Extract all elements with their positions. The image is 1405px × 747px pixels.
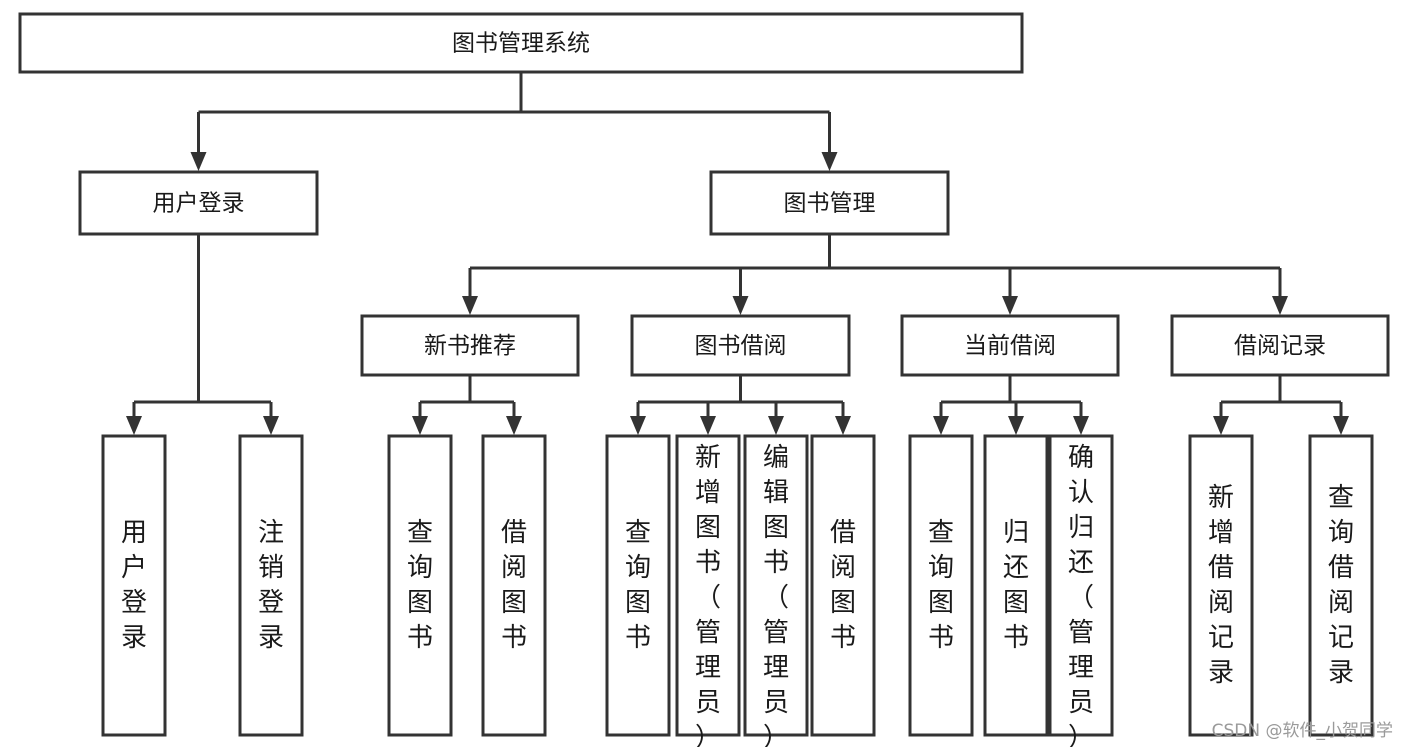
node-new-book-recommend[interactable]: 新书推荐 [360,314,580,377]
arrow-head-icon [1333,416,1349,435]
arrow-head-icon [1073,416,1089,435]
node-box [605,434,671,737]
node-leaf-query-borrow-record[interactable]: 查询借阅记录 [1308,434,1374,737]
node-box [983,434,1049,737]
arrow-head-icon [768,416,784,435]
node-box [387,434,453,737]
node-leaf-user-login[interactable]: 用户登录 [101,434,167,737]
node-box [1188,434,1254,737]
node-box [675,434,741,737]
arrow-head-icon [190,152,207,171]
connector-layer [126,72,1349,435]
node-current-borrow[interactable]: 当前借阅 [900,314,1120,377]
node-leaf-return-book[interactable]: 归还图书 [983,434,1049,737]
node-label: 图书借阅 [695,333,787,359]
arrow-head-icon [732,296,749,315]
node-box [908,434,974,737]
connector-group [933,375,1089,435]
arrow-head-icon [263,416,279,435]
node-label: 当前借阅 [964,333,1056,359]
arrow-head-icon [835,416,851,435]
node-label: 查询图书 [625,518,651,653]
node-label: 借阅图书 [830,518,856,653]
node-box [238,434,304,737]
arrow-head-icon [126,416,142,435]
node-label: 归还图书 [1003,518,1029,653]
node-book-management[interactable]: 图书管理 [709,170,950,236]
node-leaf-borrow-book[interactable]: 借阅图书 [810,434,876,737]
node-label: 查询图书 [928,518,954,653]
node-label: 注销登录 [258,518,284,653]
node-box [709,170,950,236]
arrow-head-icon [1272,296,1288,315]
node-box [1048,434,1114,737]
arrow-head-icon [700,416,716,435]
node-label: 用户登录 [153,191,245,217]
node-box [1308,434,1374,737]
node-box [101,434,167,737]
node-label: 新增图书（管理员） [695,443,721,747]
arrow-head-icon [412,416,428,435]
node-label: 图书管理系统 [452,31,590,57]
node-box [1170,314,1390,377]
node-leaf-query-book-current[interactable]: 查询图书 [908,434,974,737]
node-label: 新书推荐 [424,333,516,359]
arrow-head-icon [630,416,646,435]
node-user-login[interactable]: 用户登录 [78,170,319,236]
arrow-head-icon [1213,416,1229,435]
node-label: 编辑图书（管理员） [763,443,789,747]
node-box [900,314,1120,377]
node-leaf-confirm-return[interactable]: 确认归还（管理员） [1048,434,1114,747]
node-layer: 图书管理系统用户登录图书管理新书推荐图书借阅当前借阅借阅记录用户登录注销登录查询… [18,12,1390,747]
node-borrow-record[interactable]: 借阅记录 [1170,314,1390,377]
node-label: 图书管理 [784,191,876,217]
node-root[interactable]: 图书管理系统 [18,12,1024,74]
connector-group [412,375,522,435]
node-label: 查询借阅记录 [1328,483,1354,688]
node-box [743,434,809,737]
connector-group [1213,375,1349,435]
connector-group [190,72,838,171]
node-label: 新增借阅记录 [1208,483,1234,688]
node-leaf-edit-book[interactable]: 编辑图书（管理员） [743,434,809,747]
node-box [360,314,580,377]
node-box [78,170,319,236]
node-label: 查询图书 [407,518,433,653]
arrow-head-icon [933,416,949,435]
node-label: 确认归还（管理员） [1068,443,1094,747]
node-box [481,434,547,737]
connector-group [630,375,851,435]
node-leaf-query-book-recommend[interactable]: 查询图书 [387,434,453,737]
connector-group [126,234,279,435]
arrow-head-icon [1002,296,1018,315]
node-box [630,314,851,377]
node-label: 用户登录 [121,518,147,653]
node-label: 借阅图书 [501,518,527,653]
arrow-head-icon [821,152,838,171]
node-leaf-query-book-borrow[interactable]: 查询图书 [605,434,671,737]
connector-group [462,234,1288,315]
node-leaf-borrow-book-recommend[interactable]: 借阅图书 [481,434,547,737]
node-label: 借阅记录 [1234,333,1326,359]
arrow-head-icon [506,416,522,435]
node-box [18,12,1024,74]
arrow-head-icon [1008,416,1024,435]
arrow-head-icon [462,296,478,315]
node-book-borrow[interactable]: 图书借阅 [630,314,851,377]
node-leaf-logout[interactable]: 注销登录 [238,434,304,737]
node-box [810,434,876,737]
node-leaf-add-borrow-record[interactable]: 新增借阅记录 [1188,434,1254,737]
node-leaf-add-book[interactable]: 新增图书（管理员） [675,434,741,747]
